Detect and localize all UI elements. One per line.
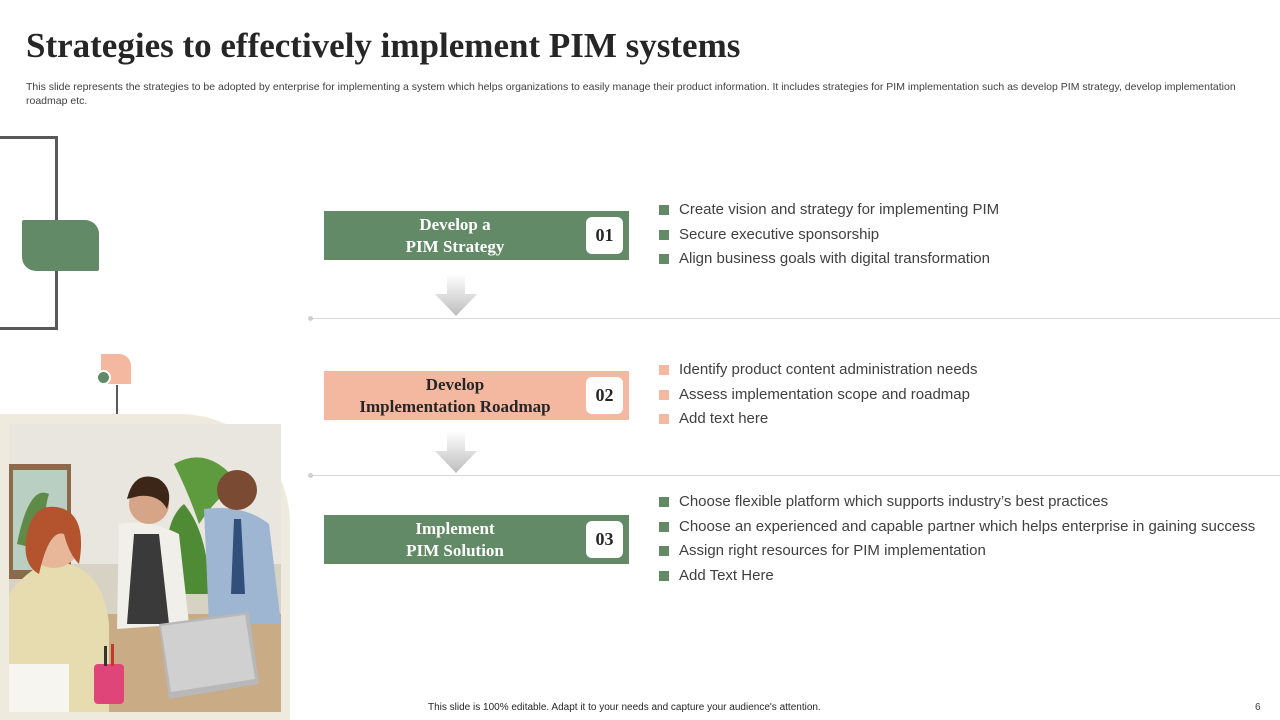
- list-item: Add Text Here: [659, 564, 1255, 589]
- list-item: Assign right resources for PIM implement…: [659, 539, 1255, 564]
- list-item: Align business goals with digital transf…: [659, 247, 999, 272]
- list-item: Create vision and strategy for implement…: [659, 198, 999, 223]
- list-item: Choose flexible platform which supports …: [659, 490, 1255, 515]
- step-3-bullet-list: Choose flexible platform which supports …: [659, 490, 1255, 588]
- footer-note: This slide is 100% editable. Adapt it to…: [428, 702, 821, 713]
- decorative-green-shape: [22, 220, 99, 271]
- team-photo: [9, 424, 281, 712]
- square-bullet-icon: [659, 365, 669, 375]
- square-bullet-icon: [659, 205, 669, 215]
- step-2-bullet-list: Identify product content administration …: [659, 358, 978, 432]
- square-bullet-icon: [659, 497, 669, 507]
- step-1-bullet-list: Create vision and strategy for implement…: [659, 198, 999, 272]
- divider-line: [310, 475, 1280, 476]
- square-bullet-icon: [659, 229, 669, 240]
- square-bullet-icon: [659, 570, 669, 581]
- slide-title: Strategies to effectively implement PIM …: [26, 26, 741, 65]
- step-number-badge: 01: [586, 217, 623, 254]
- step-box-2: Develop Implementation Roadmap 02: [324, 371, 629, 420]
- square-bullet-icon: [659, 254, 669, 265]
- step-box-1: Develop a PIM Strategy 01: [324, 211, 629, 260]
- down-arrow-icon: [435, 274, 477, 316]
- step-number-badge: 02: [586, 377, 623, 414]
- slide-subtitle: This slide represents the strategies to …: [26, 81, 1236, 107]
- square-bullet-icon: [659, 414, 669, 425]
- list-item: Assess implementation scope and roadmap: [659, 383, 978, 408]
- step-label: Develop a PIM Strategy: [405, 215, 505, 256]
- down-arrow-icon: [435, 431, 477, 473]
- list-item: Add text here: [659, 407, 978, 432]
- square-bullet-icon: [659, 521, 669, 532]
- step-box-3: Implement PIM Solution 03: [324, 515, 629, 564]
- list-item: Secure executive sponsorship: [659, 223, 999, 248]
- list-item: Choose an experienced and capable partne…: [659, 515, 1255, 540]
- step-label: Implement PIM Solution: [406, 519, 504, 560]
- divider-dot: [308, 316, 313, 321]
- decorative-dot: [96, 370, 111, 385]
- page-number: 6: [1255, 702, 1261, 713]
- list-item: Identify product content administration …: [659, 358, 978, 383]
- square-bullet-icon: [659, 389, 669, 400]
- divider-line: [310, 318, 1280, 319]
- divider-dot: [308, 473, 313, 478]
- square-bullet-icon: [659, 546, 669, 557]
- step-label: Develop Implementation Roadmap: [359, 375, 551, 416]
- step-number-badge: 03: [586, 521, 623, 558]
